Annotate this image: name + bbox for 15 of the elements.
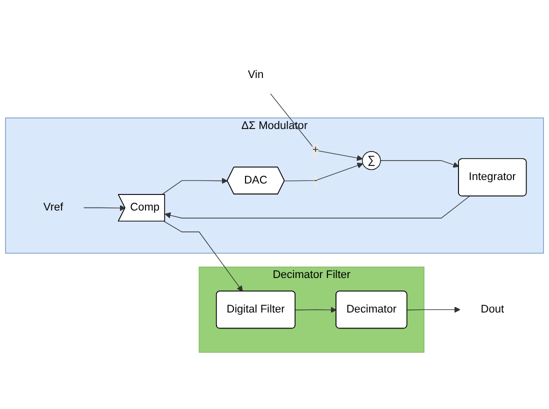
arrow	[164, 221, 243, 292]
node-text: Dout	[480, 303, 504, 316]
arrow	[295, 306, 337, 313]
node-text: Vin	[248, 69, 264, 81]
edge-label: -	[314, 174, 318, 186]
edge-label: +	[312, 144, 319, 156]
node-circle: ∑	[362, 151, 381, 170]
arrow	[161, 178, 228, 196]
arrow	[284, 162, 364, 182]
node-text: Vref	[43, 202, 64, 214]
arrow	[270, 93, 363, 161]
arrow	[83, 205, 126, 212]
arrow	[164, 196, 470, 218]
arrow	[380, 160, 460, 168]
arrow	[406, 306, 460, 313]
